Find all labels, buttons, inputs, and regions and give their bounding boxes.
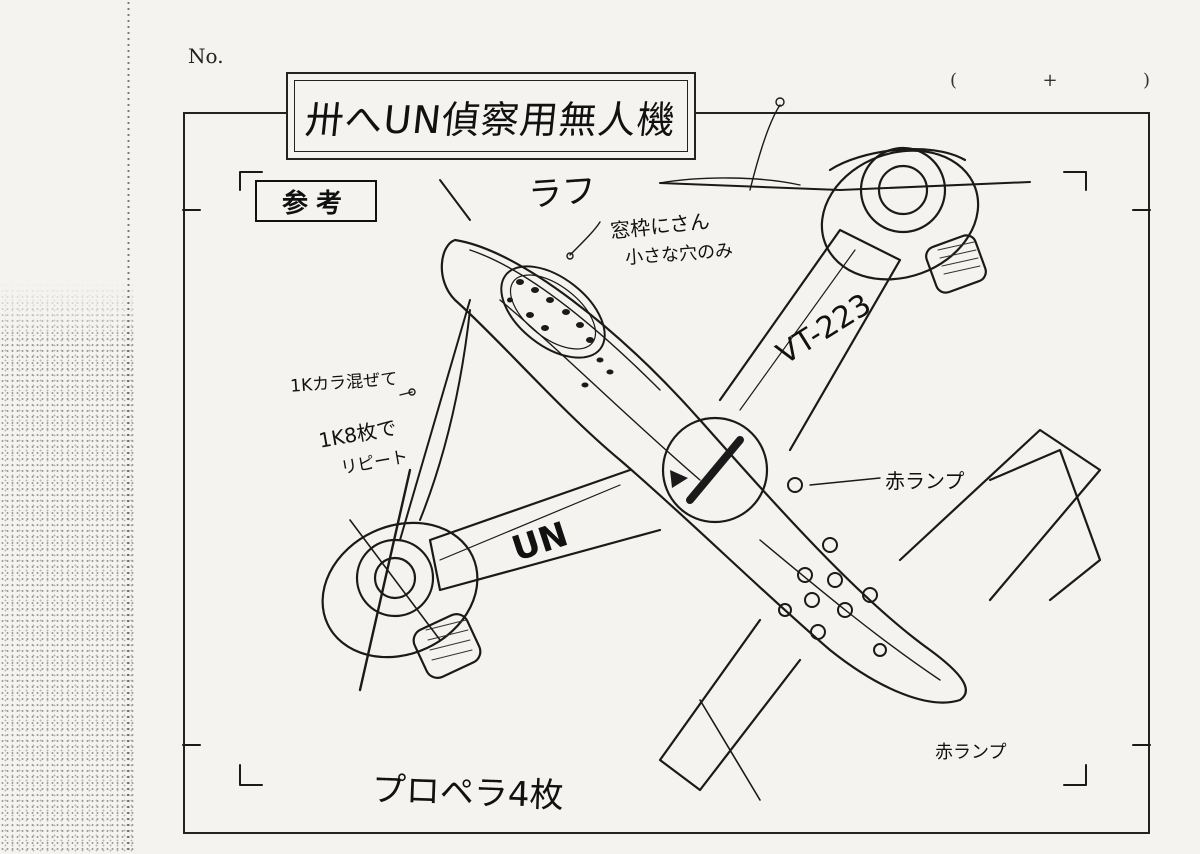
page-counter-close: ) [1142, 70, 1150, 91]
propeller-blades [399, 179, 471, 541]
perforation-line [127, 0, 130, 854]
page-counter-plus: + [1042, 70, 1058, 91]
propeller-note: プロペラ4枚 [371, 769, 565, 817]
sheet-number-label: No. [188, 44, 224, 68]
reference-stamp: 参考 [255, 180, 377, 222]
binding-strip [0, 0, 135, 854]
sheet-title: 卅へUN偵察用無人機 [303, 97, 679, 142]
tail-assembly [658, 428, 1102, 801]
page-counter-open: ( [950, 70, 958, 91]
title-box-inner [294, 80, 688, 152]
field-corner-marks [182, 171, 1151, 786]
canopy [500, 265, 614, 388]
lower-left-wing [428, 468, 662, 592]
hatch-label: ラフ [526, 170, 598, 216]
red-lamp-upper-label: 赤ランプ [885, 469, 965, 493]
panel-holes [778, 477, 887, 657]
red-lamp-lower-label: 赤ランプ [935, 742, 1007, 763]
upper-right-nacelle [659, 146, 1031, 294]
dorsal-dome [661, 416, 769, 524]
upper-right-wing [718, 228, 902, 452]
title-box: 卅へUN偵察用無人機 [286, 72, 696, 160]
leader-lines [399, 97, 881, 486]
page-counter: ( + ) [950, 70, 1150, 91]
lower-left-nacelle [321, 468, 482, 692]
